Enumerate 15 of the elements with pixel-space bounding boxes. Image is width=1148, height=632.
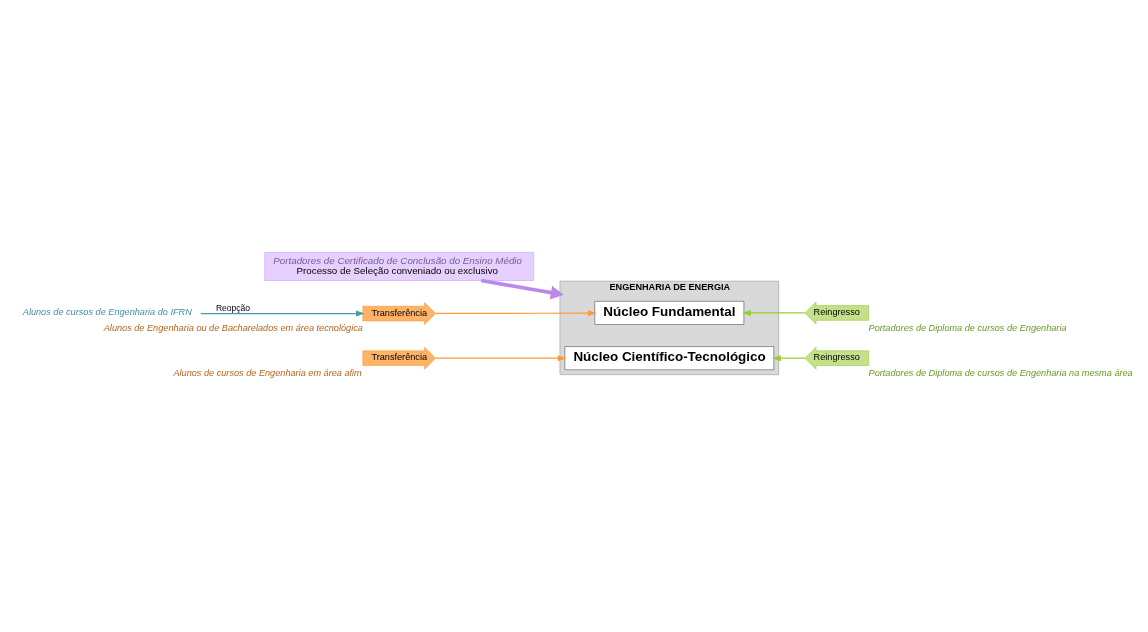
edge-label: Reopção <box>215 303 251 314</box>
node-box: Núcleo Científico-Tecnológico <box>564 346 775 371</box>
arrow <box>200 310 365 317</box>
arrow <box>480 278 564 300</box>
node-label: Portadores de Diploma de cursos de Engenharia <box>868 322 1067 333</box>
node-label: Alunos de cursos de Engenharia em área afim <box>173 367 362 378</box>
arrow <box>772 355 806 362</box>
node-box: Núcleo Fundamental <box>594 301 745 325</box>
node-text: Alunos de cursos de Engenharia do IFRN <box>22 307 192 318</box>
arrow <box>435 310 597 317</box>
arrow <box>742 309 806 316</box>
node-box: Portadores de Certificado de Conclusão do Ensino Médio Processo de Seleção conveniado ou exclusivo <box>264 252 534 281</box>
arrow <box>435 355 567 362</box>
node-label: Portadores de Diploma de cursos de Engenharia na mesma área <box>868 367 1133 378</box>
node-label: Alunos de Engenharia ou de Bacharelados em área tecnológica <box>103 323 363 334</box>
